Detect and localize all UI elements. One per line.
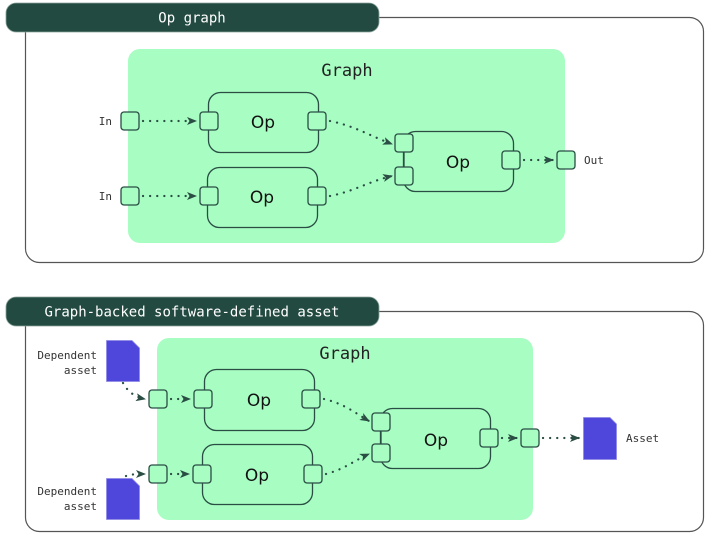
edge — [328, 119, 394, 146]
op-label: Op — [250, 188, 274, 208]
op-node[interactable]: Op — [199, 166, 327, 229]
dependent-asset[interactable]: Dependent asset — [37, 340, 140, 382]
asset-file-icon — [106, 340, 140, 382]
panel-op-graph: Op graph Graph Op Op Op In In — [5, 2, 705, 264]
asset-label-line: Dependent — [37, 349, 97, 362]
op-output-port[interactable] — [501, 150, 521, 170]
graph-input-port[interactable] — [120, 111, 140, 131]
op-input-port[interactable] — [192, 464, 212, 484]
graph-title: Graph — [321, 61, 372, 81]
graph-input-port[interactable] — [120, 186, 140, 206]
dependent-asset[interactable]: Dependent asset — [37, 478, 140, 520]
input-label: In — [99, 115, 112, 128]
asset-file-icon — [583, 417, 617, 460]
panel-title: Graph-backed software-defined asset — [44, 305, 339, 321]
op-node[interactable]: Op — [193, 368, 321, 432]
op-input-port[interactable] — [193, 389, 213, 409]
op-label: Op — [251, 113, 275, 133]
output-asset[interactable]: Asset — [583, 417, 660, 460]
op-input-port[interactable] — [394, 166, 414, 186]
graph-input-port[interactable] — [148, 464, 168, 484]
edge — [328, 174, 394, 198]
asset-label-line: asset — [64, 364, 97, 377]
edge — [121, 381, 147, 402]
op-input-port[interactable] — [199, 186, 219, 206]
op-label: Op — [446, 153, 470, 173]
graph-output-port[interactable] — [520, 428, 540, 448]
graph-container — [157, 338, 533, 520]
op-node[interactable]: Op — [371, 407, 499, 470]
panel-title: Op graph — [158, 11, 225, 27]
op-output-port[interactable] — [479, 428, 499, 448]
op-output-port[interactable] — [307, 186, 327, 206]
panel-title-header — [5, 296, 380, 327]
graph-output-port[interactable] — [556, 150, 576, 170]
output-label: Out — [584, 154, 604, 167]
panel-graph-backed-asset: Graph-backed software-defined asset Grap… — [5, 296, 705, 533]
graph-title: Graph — [319, 344, 370, 364]
op-input-port[interactable] — [199, 111, 219, 131]
graph-container — [128, 49, 565, 243]
graph-input-port[interactable] — [148, 389, 168, 409]
op-input-port[interactable] — [371, 443, 391, 463]
op-input-port[interactable] — [394, 133, 414, 153]
op-label: Op — [247, 391, 271, 411]
op-label: Op — [245, 466, 269, 486]
op-node[interactable]: Op — [192, 443, 323, 506]
input-label: In — [99, 190, 112, 203]
op-node[interactable]: Op — [394, 130, 521, 193]
asset-file-icon — [106, 478, 140, 520]
asset-label: Asset — [626, 432, 659, 445]
op-output-port[interactable] — [307, 111, 327, 131]
op-output-port[interactable] — [301, 389, 321, 409]
op-label: Op — [424, 431, 448, 451]
asset-label-line: Dependent — [37, 485, 97, 498]
op-node[interactable]: Op — [199, 91, 327, 154]
panel-title-header — [5, 2, 380, 33]
asset-label-line: asset — [64, 500, 97, 513]
op-output-port[interactable] — [303, 464, 323, 484]
op-input-port[interactable] — [371, 412, 391, 432]
